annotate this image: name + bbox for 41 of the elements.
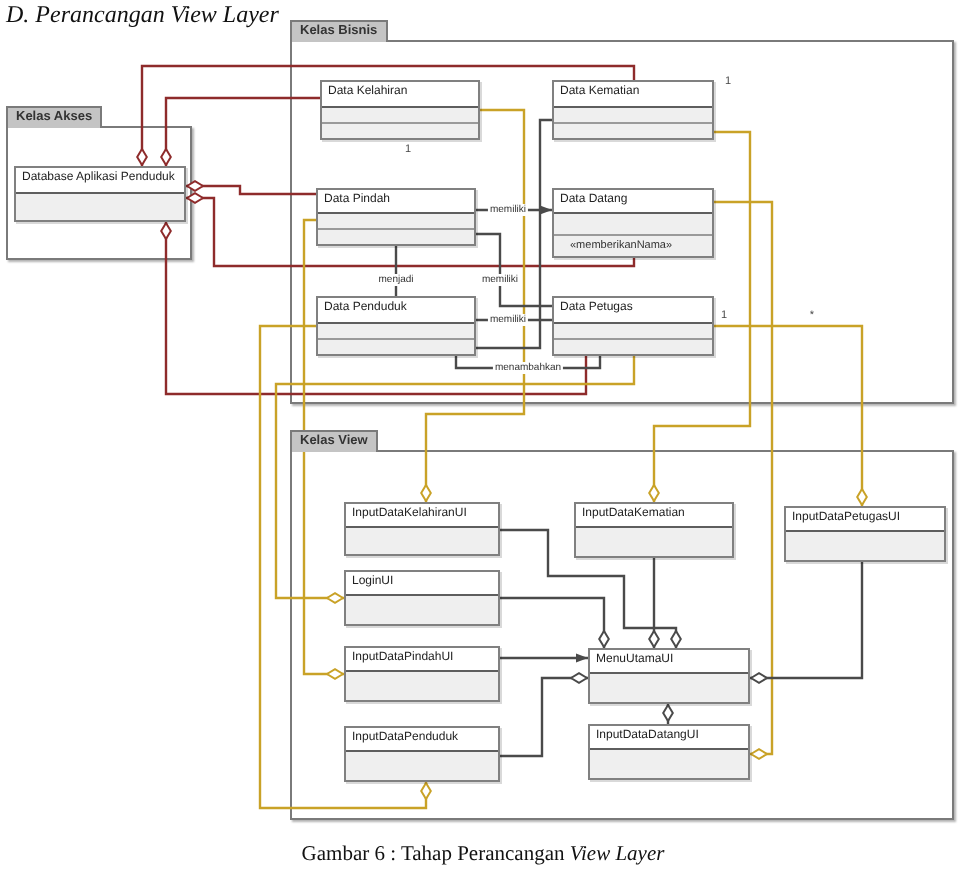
class-box [552,80,714,140]
package-frame [6,106,192,260]
aggregation-line [302,218,344,680]
aggregation-line [186,180,316,196]
aggregation-line [186,192,636,268]
figure-caption: Gambar 6 : Tahap Perancangan View Layer [301,844,665,866]
arrow [500,653,588,663]
aggregation-line [160,96,320,166]
class-box [316,188,476,246]
aggregation-line [648,130,752,502]
aggregation-line [648,558,660,648]
aggregation-line [500,672,588,758]
class-box [316,296,476,356]
aggregation-line [160,222,588,396]
class-box [784,506,946,562]
aggregation-line [714,200,774,760]
section-heading: D. Perancangan View Layer [6,0,279,28]
aggregation-line [420,108,526,502]
connector-line [476,118,552,350]
aggregation-line [136,64,636,166]
class-box [574,502,734,558]
class-box [344,646,500,702]
aggregation-line [750,562,864,684]
package-frame [290,430,954,820]
class-box [320,80,480,140]
aggregation-line [500,528,682,648]
class-box [588,648,750,704]
class-box [344,726,500,782]
aggregation-line [662,704,674,724]
class-box [552,296,714,356]
class-box [344,502,500,556]
connector-line [476,232,552,308]
aggregation-line [274,356,636,604]
class-box [14,166,186,222]
aggregation-line [500,596,610,648]
aggregation-line [714,324,868,506]
aggregation-line [258,324,432,810]
class-box [552,188,714,258]
class-box [588,724,750,780]
class-box [344,570,500,626]
package-frame [290,20,954,404]
